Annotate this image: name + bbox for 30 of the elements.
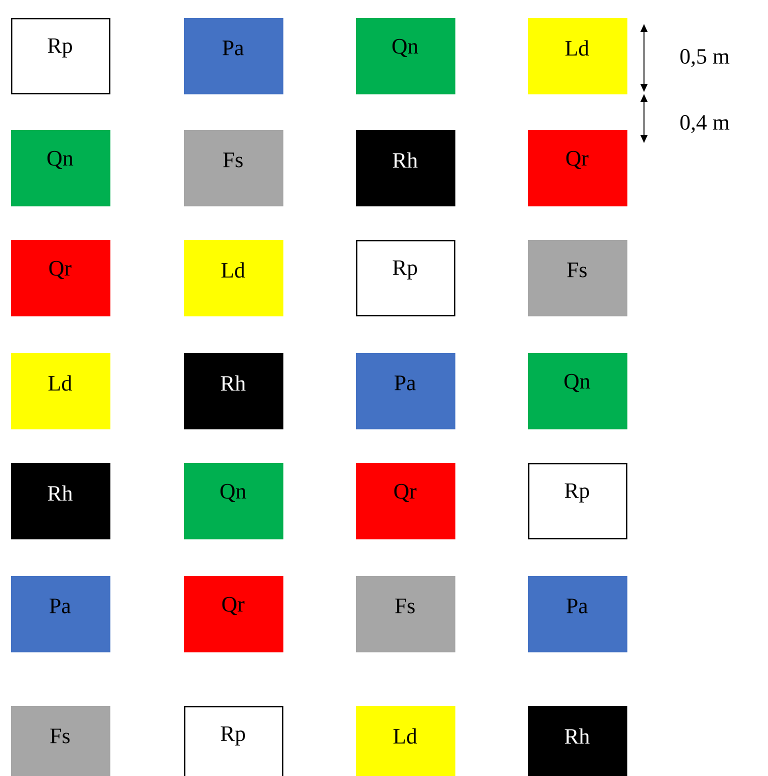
colored-box: Rh [184,353,284,430]
colored-box: Pa [11,576,110,652]
colored-box: Rp [184,706,284,776]
colored-box: Pa [184,18,284,94]
colored-box: Qr [528,130,628,206]
colored-box: Qr [11,240,110,316]
colored-box: Pa [356,353,456,430]
colored-box: Fs [356,576,456,652]
colored-box: Ld [528,18,628,94]
colored-box: Fs [184,130,284,206]
colored-box: Rp [356,240,456,316]
colored-box: Qn [184,463,284,540]
colored-box: Qr [356,463,456,540]
colored-box: Ld [11,353,110,430]
colored-box: Rh [11,463,110,540]
colored-box: Ld [184,240,284,316]
colored-box: Qn [11,130,110,206]
colored-box: Rp [11,18,110,94]
colored-box: Rh [356,130,456,206]
colored-box: Rp [528,463,628,540]
colored-box: Ld [356,706,456,776]
colored-box: Qn [528,353,628,430]
dimension-label: 0,4 m [680,115,730,133]
colored-box: Qn [356,18,456,94]
dimension-label: 0,5 m [680,49,730,67]
colored-box: Fs [11,706,110,776]
colored-box: Qr [184,576,284,652]
colored-box: Fs [528,240,628,316]
colored-box: Pa [528,576,628,652]
colored-box: Rh [528,706,628,776]
